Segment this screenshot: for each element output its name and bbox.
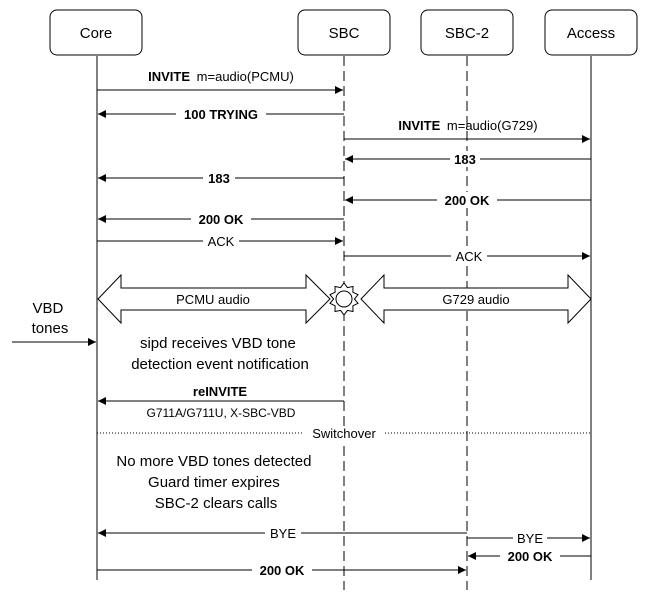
participant-access-label: Access <box>567 25 615 42</box>
msg-invite-pcmu-label: INVITE m=audio(PCMU) <box>148 69 294 84</box>
participant-sbc2: SBC-2 <box>420 9 514 56</box>
participant-core-label: Core <box>80 25 113 42</box>
participant-sbc2-label: SBC-2 <box>445 25 489 42</box>
participant-sbc: SBC <box>297 9 391 56</box>
msg-100-trying-label: 100 TRYING <box>184 107 258 122</box>
msg-200ok-access-final-label: 200 OK <box>508 549 553 564</box>
msg-200ok-core-final-label: 200 OK <box>260 563 305 578</box>
msg-183-core-label: 183 <box>208 171 230 186</box>
switchover-label: Switchover <box>312 426 376 441</box>
msg-reinvite-label: reINVITE <box>193 384 248 399</box>
msg-200ok-core-label: 200 OK <box>199 212 244 227</box>
msg-183-access-label: 183 <box>454 152 476 167</box>
pcmu-media-block-arrow <box>97 273 331 325</box>
gear-icon <box>329 282 359 316</box>
msg-ack-access-label: ACK <box>456 249 483 264</box>
participant-access: Access <box>544 9 638 56</box>
g729-media-label: G729 audio <box>442 292 509 307</box>
pcmu-media-label: PCMU audio <box>176 292 250 307</box>
msg-ack-core-label: ACK <box>208 234 235 249</box>
msg-bye-core-label: BYE <box>270 526 296 541</box>
vbd-tones-label: VBD tones <box>32 300 69 337</box>
msg-200ok-access-label: 200 OK <box>445 193 490 208</box>
sipd-notification-note: sipd receives VBD tone detection event n… <box>131 335 309 373</box>
g729-media-block-arrow <box>360 273 592 325</box>
participant-core: Core <box>49 9 143 56</box>
msg-invite-g729-label: INVITE m=audio(G729) <box>398 118 537 133</box>
msg-bye-access-label: BYE <box>517 531 543 546</box>
guard-timer-note: No more VBD tones detected Guard timer e… <box>116 453 315 512</box>
msg-reinvite-detail: G711A/G711U, X-SBC-VBD <box>147 406 296 420</box>
participant-sbc-label: SBC <box>329 25 360 42</box>
